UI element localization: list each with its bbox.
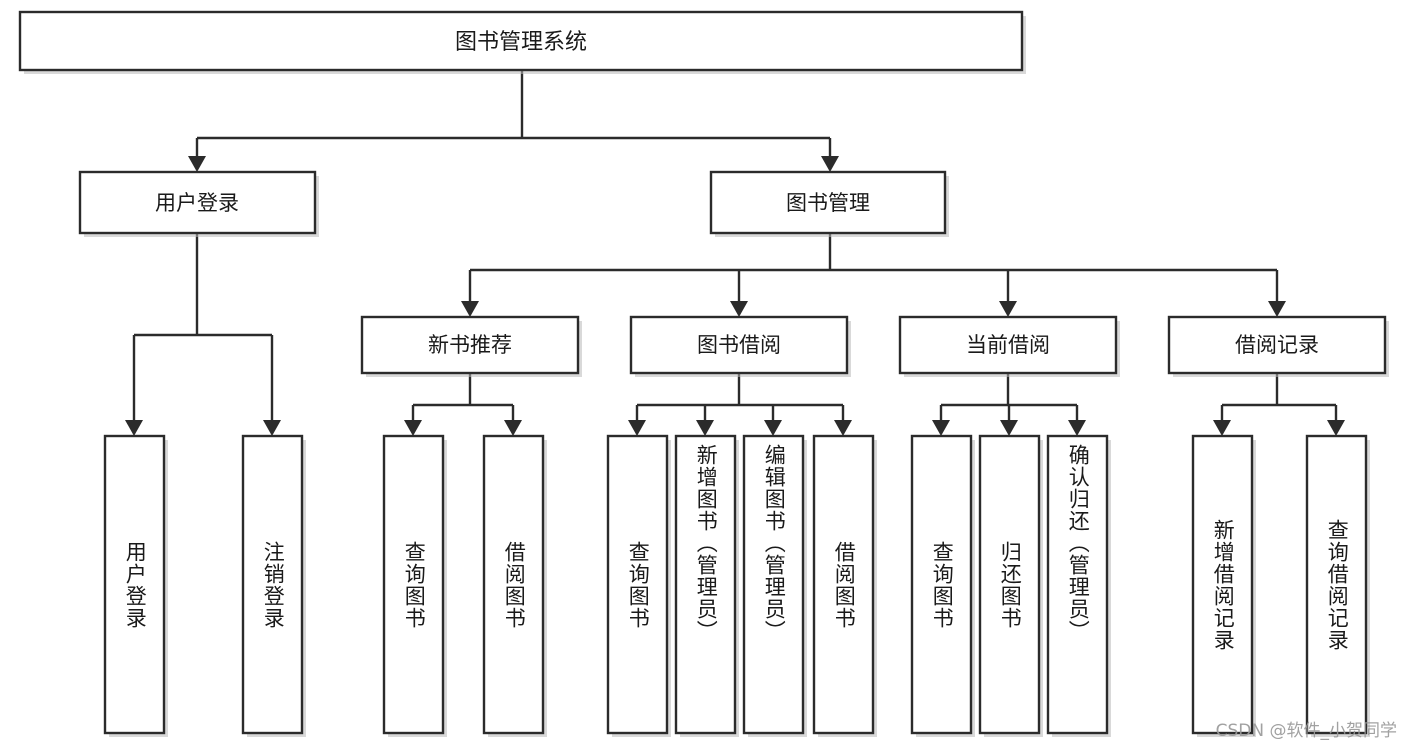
node-current-borrow-rect [898,315,1118,375]
arrow-to-borrow-record [1268,301,1286,317]
leaf-add-book-rect[interactable] [674,434,737,735]
arrow-to-leaf-query-book-1 [404,420,422,436]
arrow-to-book-borrow [730,301,748,317]
node-new-book-rec-rect [360,315,580,375]
node-root-label: 图书管理系统 [455,30,587,55]
arrow-to-leaf-user-login [125,420,143,436]
node-borrow-record-label: 借阅记录 [1235,333,1319,357]
node-book-manage-label: 图书管理 [786,191,870,215]
connector-layer [125,70,1345,436]
node-borrow-record[interactable]: 借阅记录 [1167,315,1389,377]
node-book-borrow[interactable]: 图书借阅 [629,315,851,377]
arrow-to-book-manage [821,156,839,172]
arrow-to-leaf-query-book-2 [628,420,646,436]
leaf-query-book-1-rect[interactable] [382,434,445,735]
leaf-edit-book-rect[interactable] [742,434,805,735]
leaf-borrow-book-1-rect[interactable] [482,434,545,735]
node-current-borrow[interactable]: 当前借阅 [898,315,1120,377]
arrow-to-leaf-add-book [696,420,714,436]
node-user-login-rect [78,170,317,235]
leaf-return-book-rect[interactable] [978,434,1041,735]
leaf-box-layer [103,434,1370,737]
node-new-book-rec-label: 新书推荐 [428,333,512,357]
node-book-manage-rect [709,170,947,235]
arrow-to-current-borrow [999,301,1017,317]
node-root-rect [18,10,1024,72]
arrow-to-leaf-query-record [1327,420,1345,436]
node-user-login-label: 用户登录 [155,191,239,215]
leaf-user-login-rect[interactable] [103,434,166,735]
arrow-to-new-book-rec [461,301,479,317]
leaf-query-record-rect[interactable] [1305,434,1368,735]
node-book-borrow-rect [629,315,849,375]
leaf-query-book-2-rect[interactable] [606,434,669,735]
leaf-add-record-rect[interactable] [1191,434,1254,735]
node-borrow-record-rect [1167,315,1387,375]
leaf-user-logout-rect[interactable] [241,434,304,735]
leaf-confirm-return-rect[interactable] [1046,434,1109,735]
arrow-to-leaf-add-record [1213,420,1231,436]
arrow-to-leaf-confirm-return [1068,420,1086,436]
leaf-query-book-3-rect[interactable] [910,434,973,735]
leaf-borrow-book-2-rect[interactable] [812,434,875,735]
node-root[interactable]: 图书管理系统 [18,10,1026,74]
arrow-to-user-login [188,156,206,172]
arrow-to-leaf-user-logout [263,420,281,436]
node-book-borrow-label: 图书借阅 [697,333,781,357]
node-book-manage[interactable]: 图书管理 [709,170,949,237]
arrow-to-leaf-borrow-book-1 [504,420,522,436]
arrow-to-leaf-query-book-3 [932,420,950,436]
node-new-book-rec[interactable]: 新书推荐 [360,315,582,377]
node-user-login[interactable]: 用户登录 [78,170,319,237]
arrow-to-leaf-edit-book [764,420,782,436]
arrow-to-leaf-borrow-book-2 [834,420,852,436]
arrow-to-leaf-return-book [1000,420,1018,436]
node-current-borrow-label: 当前借阅 [966,333,1050,357]
